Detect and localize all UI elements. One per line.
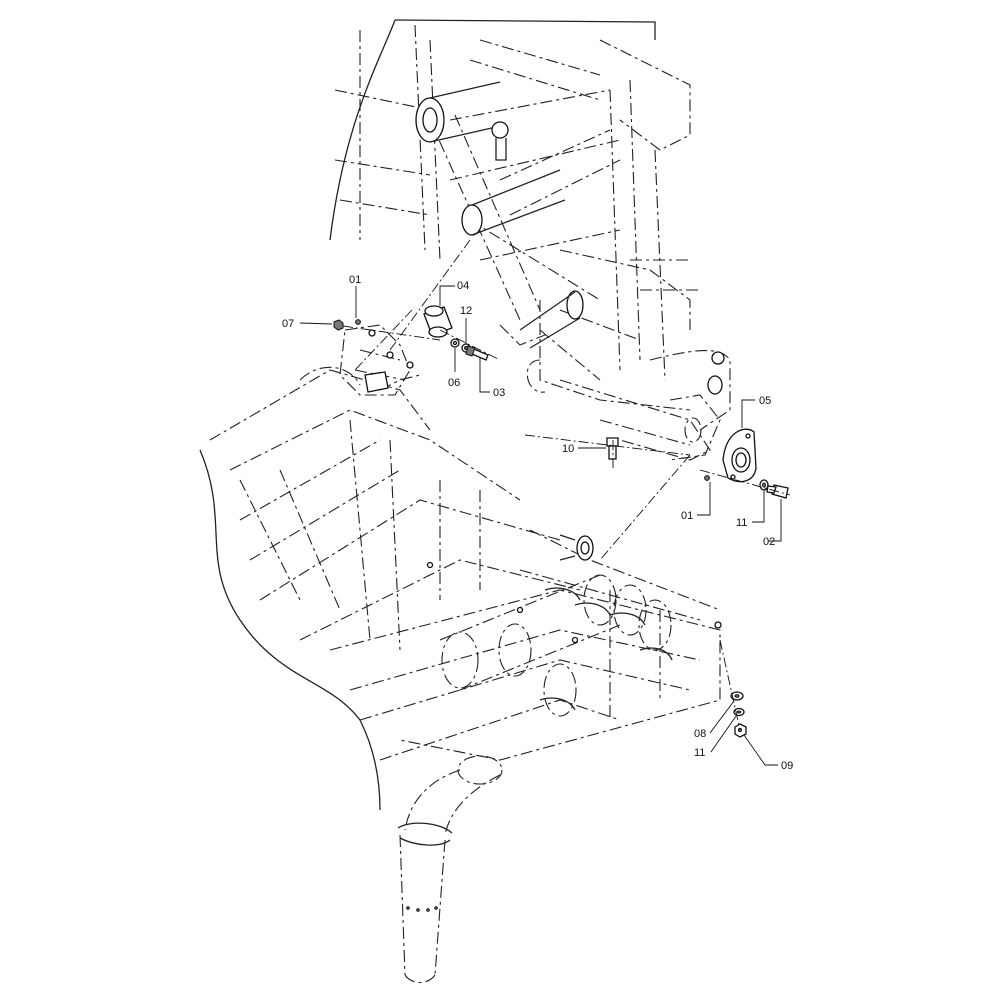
leader-lines [299, 285, 782, 766]
callout-10: 10 [562, 443, 574, 455]
lower-pivot-joint [559, 534, 594, 561]
part-03-bolt [465, 345, 489, 361]
callout-06: 06 [448, 377, 460, 389]
callout-12: 12 [460, 305, 472, 317]
callout-08: 08 [694, 728, 706, 740]
part-01-grease-nipple-left [355, 319, 361, 325]
lower-chassis-assembly [199, 366, 721, 811]
part-01-grease-nipple-right [704, 475, 710, 481]
cross-tubes [404, 574, 672, 836]
assembly-center-lines [342, 239, 791, 731]
upper-shaft-parts [415, 81, 725, 395]
right-bracket-assembly [669, 394, 721, 461]
part-11-washer-upper [759, 479, 769, 491]
part-10-bolt [606, 437, 619, 460]
callout-01-right: 01 [681, 510, 693, 522]
callout-11-upper: 11 [736, 517, 747, 529]
callout-04: 04 [457, 280, 469, 292]
callout-02: 02 [763, 536, 775, 548]
part-11-washer-lower [733, 707, 745, 717]
callout-05: 05 [759, 395, 771, 407]
vertical-tube [397, 822, 453, 984]
upper-frame-assembly [329, 19, 731, 461]
part-05-flange-bearing [722, 428, 757, 483]
part-04-bushing [423, 305, 453, 338]
tube-clamps [426, 561, 722, 711]
callout-01-left: 01 [349, 274, 361, 286]
callout-07: 07 [282, 318, 294, 330]
callout-09: 09 [781, 760, 793, 772]
callout-labels: 01 07 04 12 06 03 05 10 01 11 02 08 11 0… [282, 274, 793, 772]
callout-11-lower: 11 [694, 747, 705, 759]
part-08-washer [730, 691, 744, 701]
part-07-nut [333, 319, 344, 331]
part-06-washer [450, 338, 460, 348]
left-bracket-assembly [339, 324, 421, 396]
callout-03: 03 [493, 387, 505, 399]
